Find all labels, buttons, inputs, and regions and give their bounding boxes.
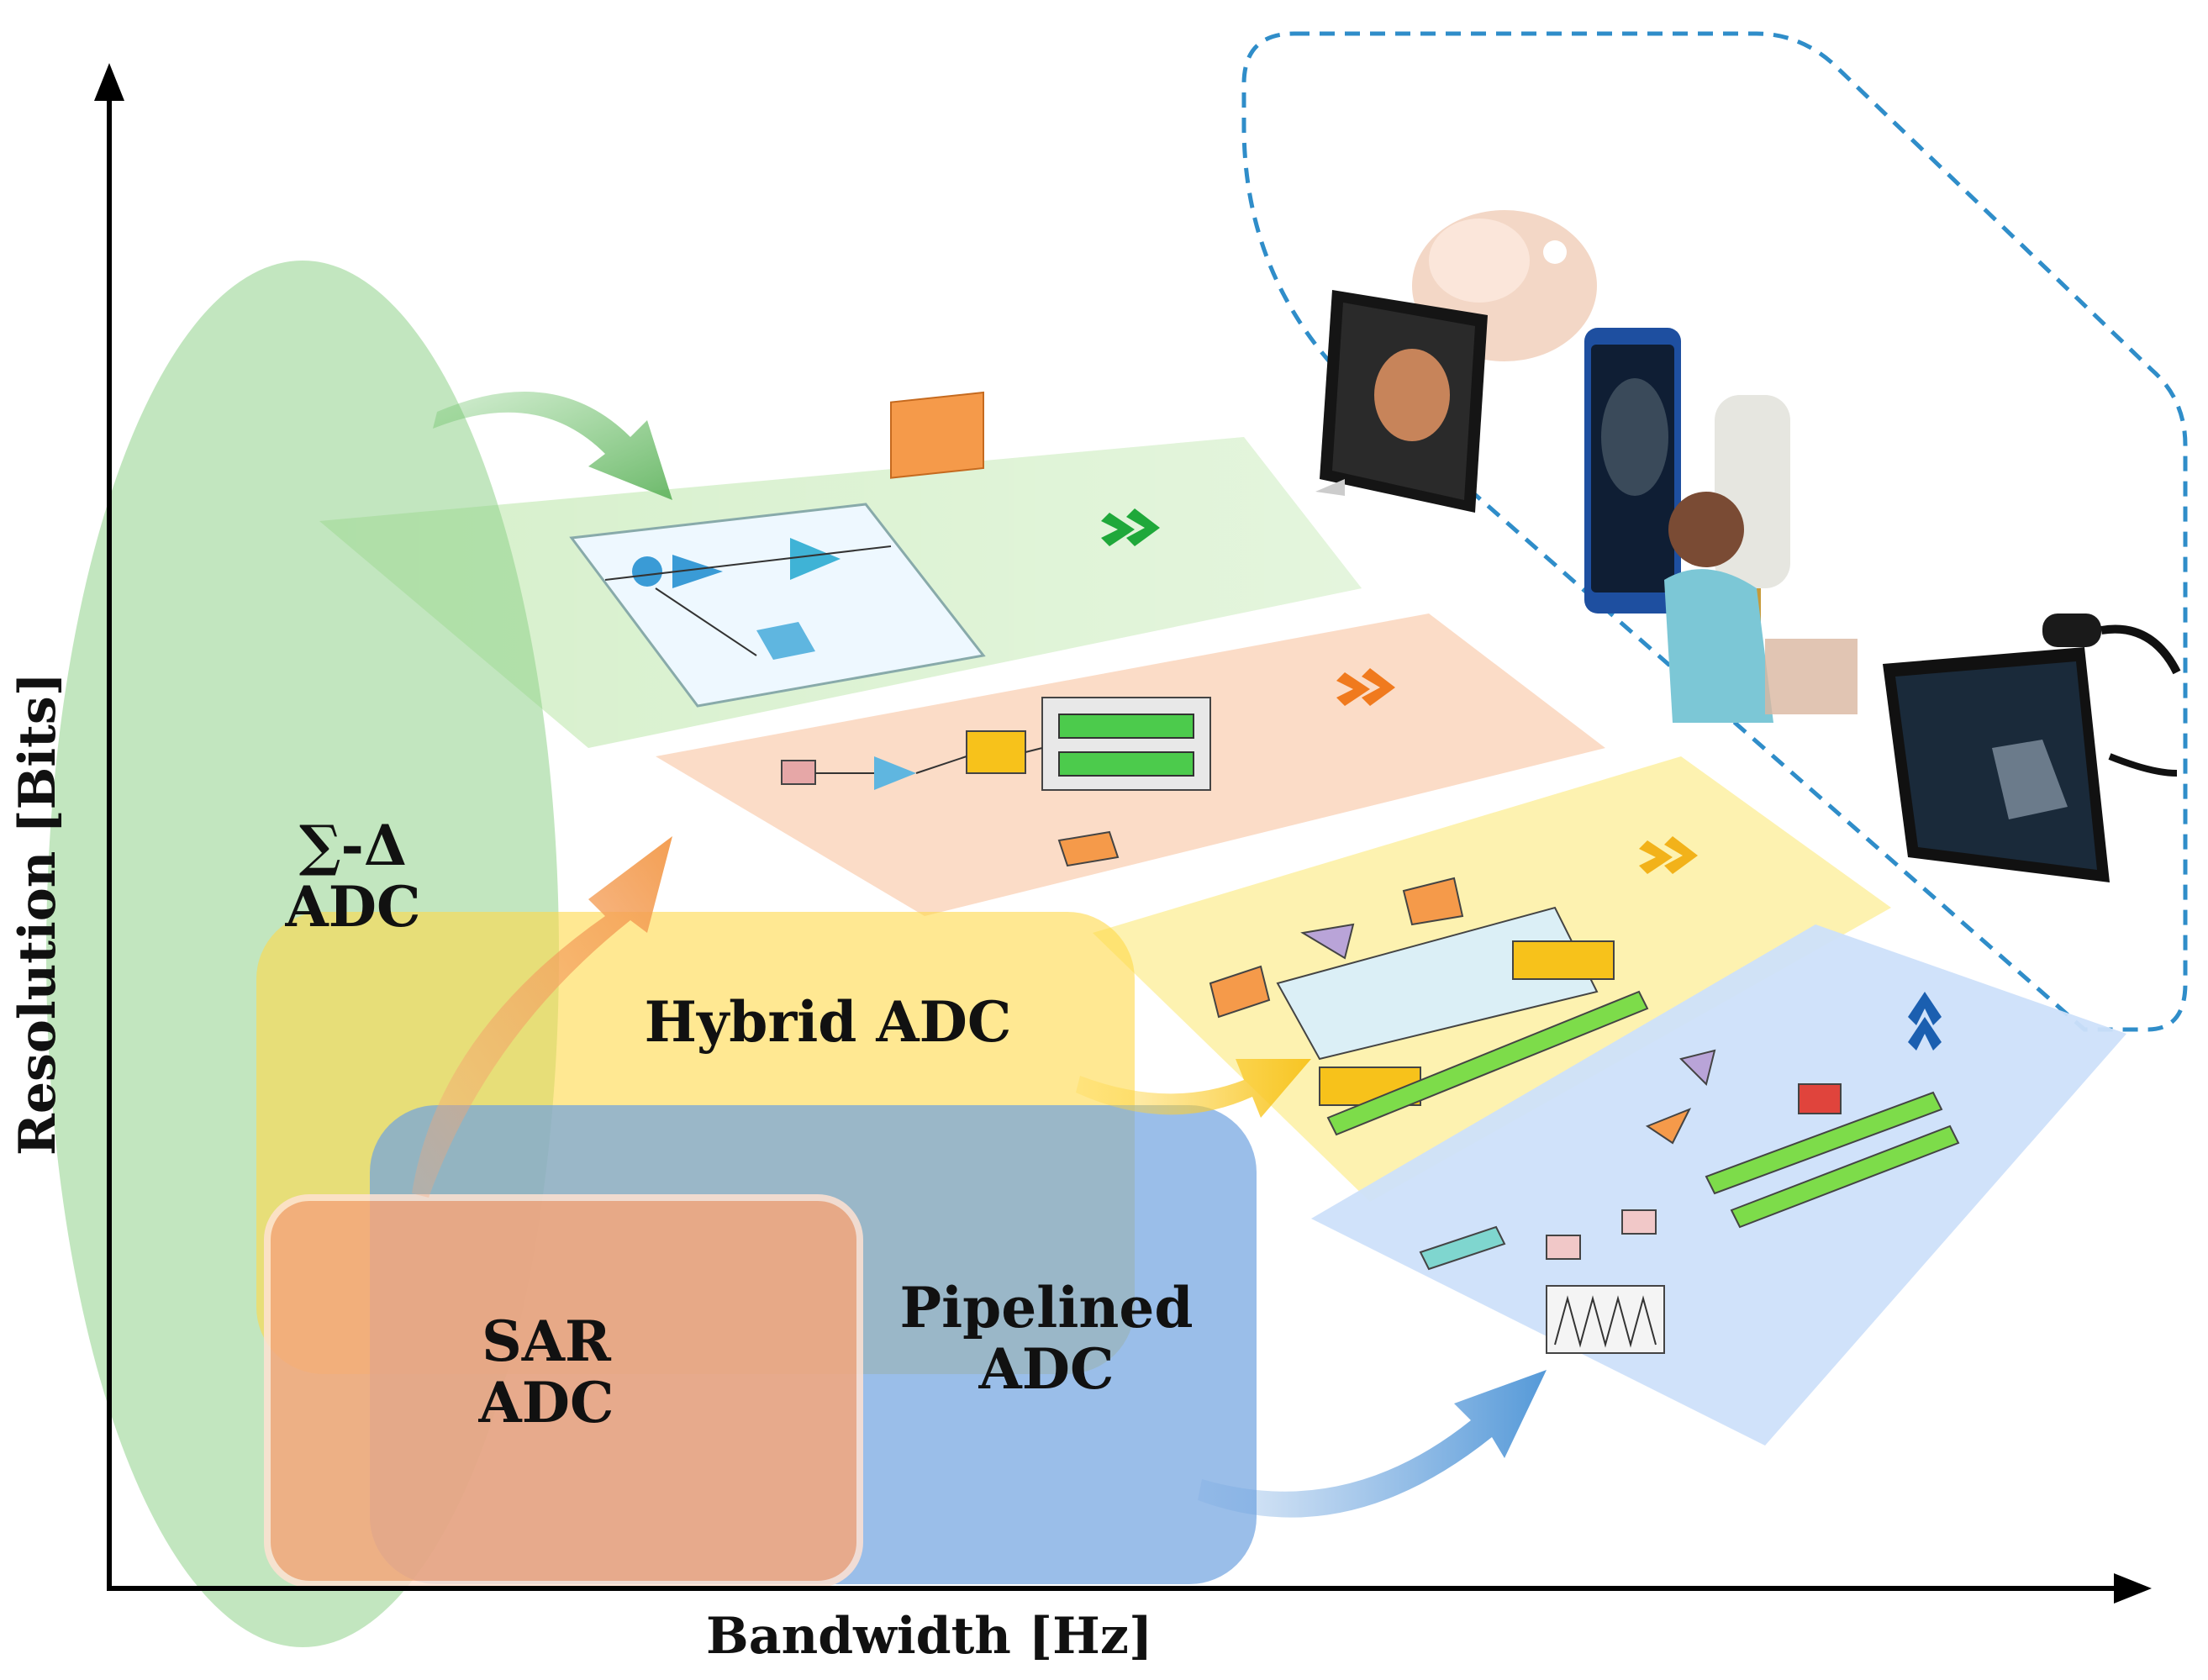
sar-label-line2: ADC — [478, 1369, 614, 1435]
sigma-delta-label-line1: ∑-Δ — [298, 813, 408, 878]
pipelined-label-line2: ADC — [978, 1335, 1115, 1402]
sar-label-line1: SAR — [482, 1309, 611, 1374]
y-axis-arrowhead — [94, 63, 124, 101]
pipelined-label: Pipelined ADC — [878, 1277, 1215, 1399]
hybrid-label: Hybrid ADC — [644, 989, 1012, 1055]
sar-region — [264, 1194, 863, 1588]
sigma-delta-label-line2: ADC — [285, 873, 421, 940]
chevron-sigma-delta-icon — [1101, 508, 1160, 546]
pipelined-schematic — [1419, 1049, 1960, 1354]
applications-dashed-boundary — [1241, 31, 2188, 1032]
sigma-delta-schematic — [569, 391, 986, 708]
sigma-delta-label: ∑-Δ ADC — [252, 815, 454, 937]
arrow-sar — [412, 836, 672, 1198]
tablet-ultrasound-image — [1883, 614, 2181, 882]
sonographer-image — [1664, 492, 1858, 723]
chevron-pipelined-icon — [1908, 992, 1942, 1051]
arrow-sigma-delta — [433, 392, 672, 500]
smartphone-ultrasound-image — [1584, 328, 1681, 614]
hybrid-schematic — [1209, 877, 1649, 1136]
x-axis-label: Bandwidth [Hz] — [706, 1607, 1153, 1666]
y-axis-label: Resolution [Bits] — [8, 671, 67, 1156]
chevron-hybrid-icon — [1639, 836, 1698, 874]
arrow-hybrid — [1076, 1059, 1311, 1118]
sar-label: SAR ADC — [445, 1311, 647, 1433]
sar-schematic — [781, 697, 1211, 867]
pipelined-label-line1: Pipelined — [899, 1275, 1194, 1340]
arrow-pipelined — [1198, 1370, 1547, 1518]
chevron-sar-icon — [1336, 668, 1395, 706]
ultrasound-monitor-image — [1315, 290, 1488, 513]
x-axis-arrowhead — [2114, 1573, 2152, 1604]
